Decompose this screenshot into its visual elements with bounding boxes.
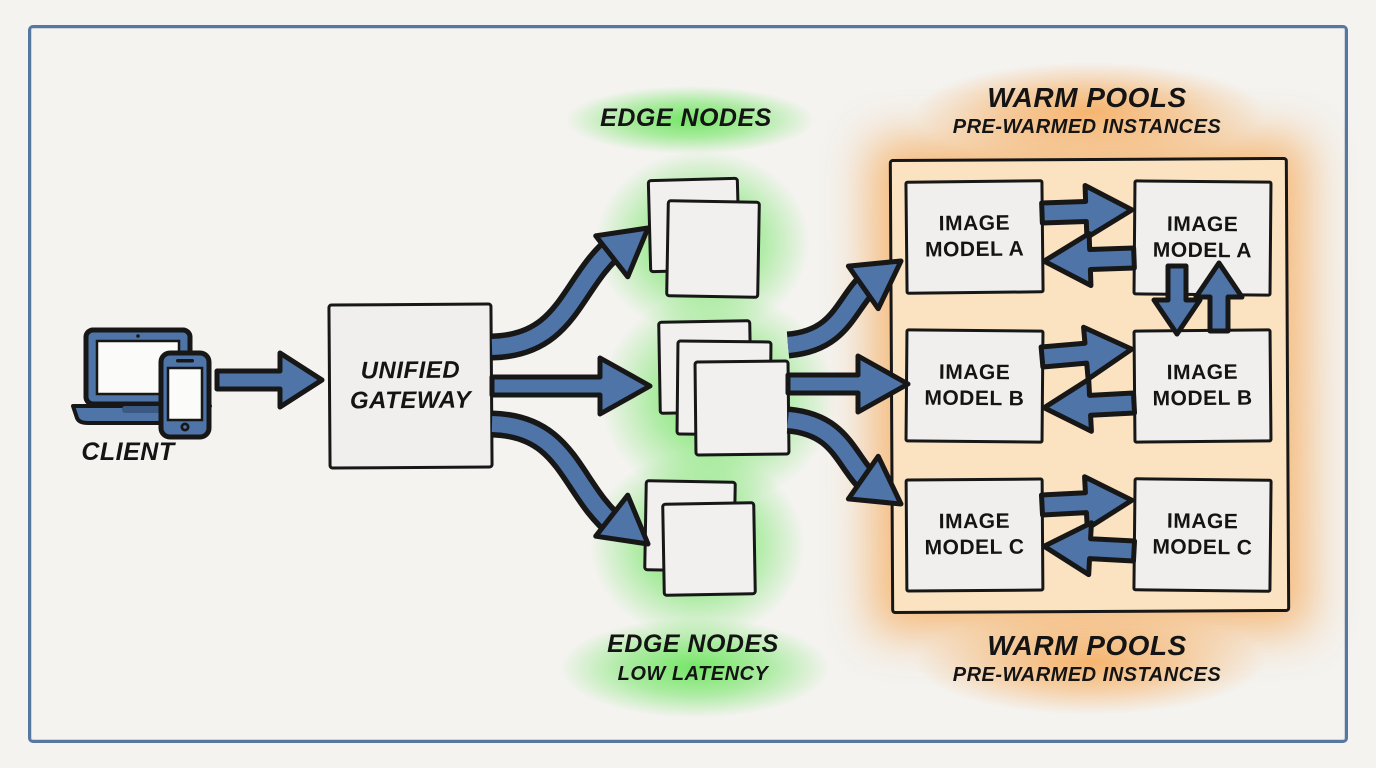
model-label: IMAGE MODEL B <box>924 361 1025 411</box>
model-box-left-a: IMAGE MODEL A <box>904 179 1045 295</box>
unified-gateway-label: UNIFIED GATEWAY <box>349 356 472 415</box>
edge-node-square <box>665 199 761 299</box>
model-label: IMAGE MODEL C <box>1152 510 1253 560</box>
model-box-right-a: IMAGE MODEL A <box>1132 179 1273 297</box>
client-label: CLIENT <box>81 438 175 466</box>
edge-nodes-bottom-label: EDGE NODES <box>607 630 779 658</box>
page-frame <box>28 25 1348 743</box>
model-box-left-b: IMAGE MODEL B <box>904 328 1045 444</box>
warm-pools-top-title: WARM POOLS <box>987 82 1187 113</box>
model-box-left-c: IMAGE MODEL C <box>904 477 1045 593</box>
model-label: IMAGE MODEL A <box>924 212 1025 262</box>
model-label: IMAGE MODEL A <box>1152 213 1253 263</box>
warm-pools-bottom-title: WARM POOLS <box>987 630 1187 661</box>
model-label: IMAGE MODEL B <box>1152 361 1253 411</box>
edge-nodes-top-label: EDGE NODES <box>600 104 772 132</box>
edge-nodes-bottom-sublabel: LOW LATENCY <box>617 663 769 685</box>
model-box-right-b: IMAGE MODEL B <box>1132 328 1273 444</box>
unified-gateway-box: UNIFIED GATEWAY <box>327 302 494 470</box>
edge-node-square <box>661 501 757 597</box>
model-label: IMAGE MODEL C <box>924 510 1025 560</box>
model-box-right-c: IMAGE MODEL C <box>1132 477 1273 593</box>
warm-pools-top-subtitle: PRE-WARMED INSTANCES <box>952 116 1222 138</box>
warm-pools-bottom-subtitle: PRE-WARMED INSTANCES <box>952 664 1222 686</box>
edge-node-square <box>693 359 791 457</box>
